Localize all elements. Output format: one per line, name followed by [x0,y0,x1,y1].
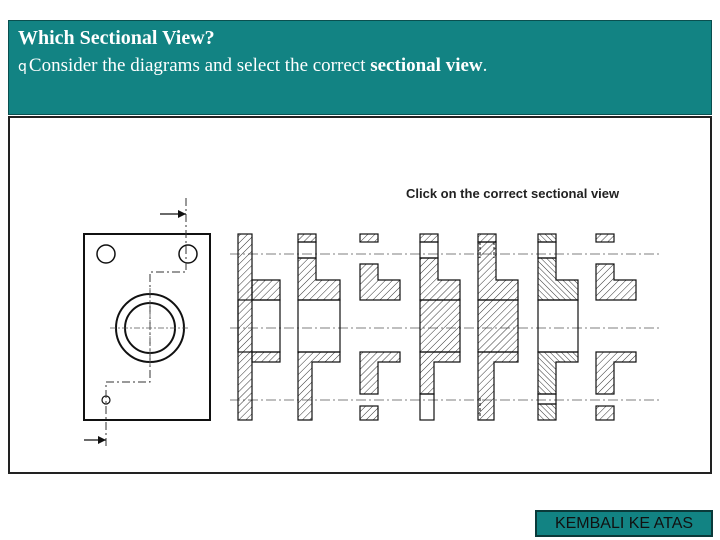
section-option-3[interactable] [359,233,401,421]
slide-title: Which Sectional View? [18,27,215,49]
section-option-6[interactable] [537,233,579,421]
section-option-1[interactable] [237,233,281,421]
section-option-7[interactable] [595,233,637,421]
section-option-2[interactable] [297,233,341,421]
front-view [83,198,211,448]
technical-drawing [83,198,660,448]
bullet-icon: q [18,59,27,75]
diagram-panel: Click on the correct sectional view [8,116,712,474]
section-option-4[interactable] [419,233,461,421]
instruction-text: Click on the correct sectional view [406,186,620,201]
subtitle-highlight: sectional view [370,55,483,76]
subtitle-prefix: Consider the diagrams and select the cor… [28,55,371,76]
subtitle-suffix: . [482,55,488,76]
back-to-top-button[interactable]: KEMBALI KE ATAS [535,510,713,537]
section-option-5[interactable] [477,233,519,421]
